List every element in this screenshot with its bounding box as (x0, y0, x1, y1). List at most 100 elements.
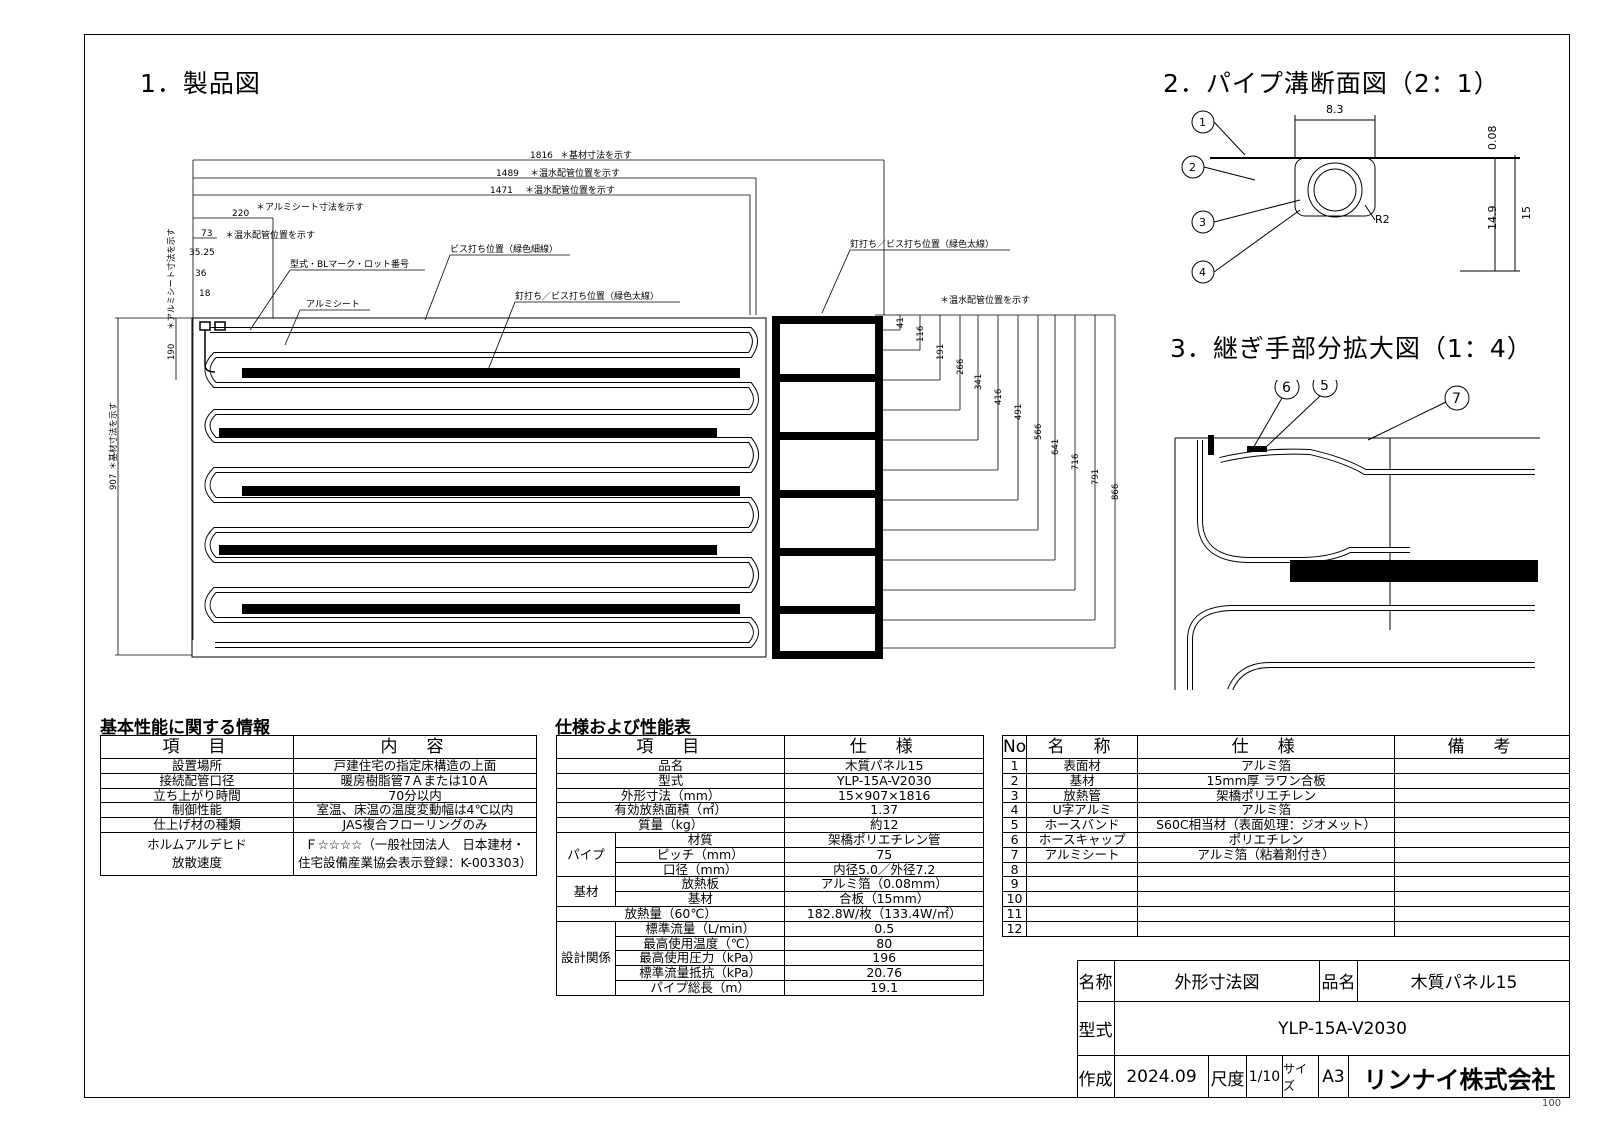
cell: 1 (1001, 758, 1028, 774)
cell (1394, 802, 1570, 819)
table-row: ホルムアルデヒド放散速度 Ｆ☆☆☆☆（一般社団法人 日本建材・住宅設備産業協会表… (100, 831, 537, 876)
scale-label: 尺度 (1209, 1056, 1247, 1098)
cell: ピッチ（mm） (614, 846, 786, 863)
cell (1394, 861, 1570, 878)
cell: 12 (1001, 920, 1028, 937)
table-row: 外形寸法（mm）15×907×1816 (555, 787, 984, 804)
cell (1137, 905, 1396, 922)
section-dim-r2: R2 (1375, 213, 1390, 226)
heading-joint-detail: 3．継ぎ手部分拡大図（1：4） (1170, 334, 1533, 363)
dim-190: 190 (167, 344, 177, 360)
name-label: 名称 (1077, 960, 1115, 1002)
cell: 182.8W/枚（133.4W/㎡） (784, 905, 984, 922)
dim-116: 116 (916, 326, 926, 342)
cell: 20.76 (784, 965, 984, 981)
cell: ホースバンド (1026, 817, 1139, 833)
cell: 4 (1001, 802, 1028, 819)
model-label: 型式 (1077, 1002, 1115, 1056)
cell (1394, 920, 1570, 937)
cell: 8 (1001, 861, 1028, 878)
cell: 内径5.0／外径7.2 (784, 861, 984, 878)
cell: ポリエチレン (1137, 831, 1396, 848)
cell: パイプ (556, 831, 616, 878)
cell: 木質パネル15 (784, 758, 984, 774)
cell: 合板（15mm） (784, 891, 984, 907)
cell: 放熱量（60℃） (555, 905, 786, 922)
table-row: 10 (1001, 891, 1570, 907)
company-name: リンナイ株式会社 (1363, 1065, 1556, 1094)
table-row: 有効放熱面積（㎡）1.37 (555, 802, 984, 819)
table-row: 放熱量（60℃）182.8W/枚（133.4W/㎡） (555, 905, 984, 922)
title-block-border (1077, 960, 1570, 1098)
cell: 設置場所 (100, 758, 294, 774)
cell: アルミ箔（0.08mm） (784, 876, 984, 893)
callout-2: 2 (1189, 161, 1196, 174)
cell: 室温、床温の温度変動幅は4℃以内 (293, 802, 537, 819)
cell (1026, 891, 1139, 907)
table-row: 8 (1001, 861, 1570, 878)
cell: 10 (1001, 891, 1028, 907)
title-block: 名称 外形寸法図 品名 木質パネル15 型式 YLP-15A-V2030 作成 … (1077, 960, 1570, 1098)
size-value: A3 (1319, 1056, 1349, 1098)
label-alumi-sheet: アルミシート (306, 300, 360, 310)
dim-416: 416 (994, 389, 1004, 405)
table-row: 制御性能室温、床温の温度変動幅は4℃以内 (100, 802, 537, 819)
dim-566: 566 (1034, 424, 1044, 440)
label-model-mark: 型式・BLマーク・ロット番号 (290, 258, 409, 270)
cell: 表面材 (1026, 758, 1139, 774)
cell (1026, 905, 1139, 922)
drawing-frame (84, 34, 1570, 1098)
cell: 基材 (1026, 772, 1139, 789)
dim-1489: 1489 (496, 169, 519, 179)
cell: 最高使用温度（℃） (614, 935, 786, 952)
cell: Ｆ☆☆☆☆（一般社団法人 日本建材・住宅設備産業協会表示登録：K-003303） (293, 831, 537, 876)
cell: 戸建住宅の指定床構造の上面 (293, 758, 537, 774)
cell (1394, 758, 1570, 774)
table-row: 設置場所戸建住宅の指定床構造の上面 (100, 758, 537, 774)
table-row: 最高使用圧力（kPa）196 (557, 950, 984, 967)
cell: 外形寸法（mm） (555, 787, 786, 804)
heading-pipe-section: 2．パイプ溝断面図（2：1） (1163, 69, 1500, 98)
cell: 75 (784, 846, 984, 863)
cell (1394, 787, 1570, 804)
cell: 品名 (555, 758, 786, 774)
callout-3: 3 (1199, 216, 1206, 229)
section-dim-0-08: 0.08 (1486, 126, 1499, 151)
cell (1026, 876, 1139, 893)
cell (1394, 817, 1570, 833)
cell: 基材 (556, 876, 616, 907)
parts-header-spec: 仕 様 (1137, 735, 1396, 759)
cell: JAS複合フローリングのみ (293, 817, 537, 833)
table-row: 11 (1001, 905, 1570, 922)
cell: 11 (1001, 905, 1028, 922)
cell: 材質 (614, 831, 786, 848)
cell: 70分以内 (293, 787, 537, 804)
dim-907: 907 (109, 474, 119, 490)
cell: 立ち上がり時間 (100, 787, 294, 804)
basic-perf-header-item: 項 目 (100, 735, 294, 759)
cell: 型式 (555, 772, 786, 789)
parts-header-name: 名 称 (1026, 735, 1139, 759)
cell: パイプ総長（m） (614, 979, 786, 996)
cell: S60C相当材（表面処理：ジオメット） (1137, 817, 1396, 833)
basic-perf-header-content: 内 容 (293, 735, 537, 759)
scale-value: 1/10 (1247, 1056, 1283, 1098)
cell: U字アルミ (1026, 802, 1139, 819)
dim-note-alumi: ＊アルミシート寸法を示す (256, 201, 364, 213)
cell-line: ホルムアルデヒド (147, 836, 247, 852)
callout-4: 4 (1199, 266, 1206, 279)
label-nail-thick-2: 釘打ち／ビス打ち位置（緑色太線） (850, 238, 994, 250)
dim-35-25: 35.25 (189, 248, 215, 258)
table-row: パイプ材質架橋ポリエチレン管 (556, 831, 984, 878)
cell: 標準流量抵抗（kPa） (614, 965, 786, 981)
cell (1394, 846, 1570, 863)
cell: 暖房樹脂管7Ａまたは10Ａ (293, 772, 537, 789)
table-row: 接続配管口径暖房樹脂管7Ａまたは10Ａ (100, 772, 537, 789)
pipe-section-drawing: 8.3 0.08 14.9 15 R2 1 2 3 4 (1181, 103, 1533, 284)
cell: 1.37 (784, 802, 984, 819)
dim-note-onsui2: ＊温水配管位置を示す (525, 184, 615, 196)
